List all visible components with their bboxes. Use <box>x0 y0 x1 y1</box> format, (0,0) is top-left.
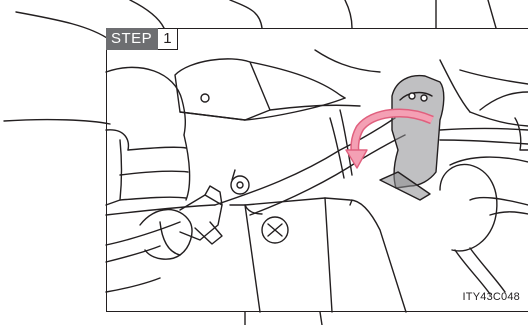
illustration-frame <box>106 28 528 312</box>
step-badge: STEP 1 <box>106 28 178 50</box>
image-code: ITY43C048 <box>463 291 520 303</box>
step-number: 1 <box>158 28 177 50</box>
step-label: STEP <box>106 28 158 50</box>
